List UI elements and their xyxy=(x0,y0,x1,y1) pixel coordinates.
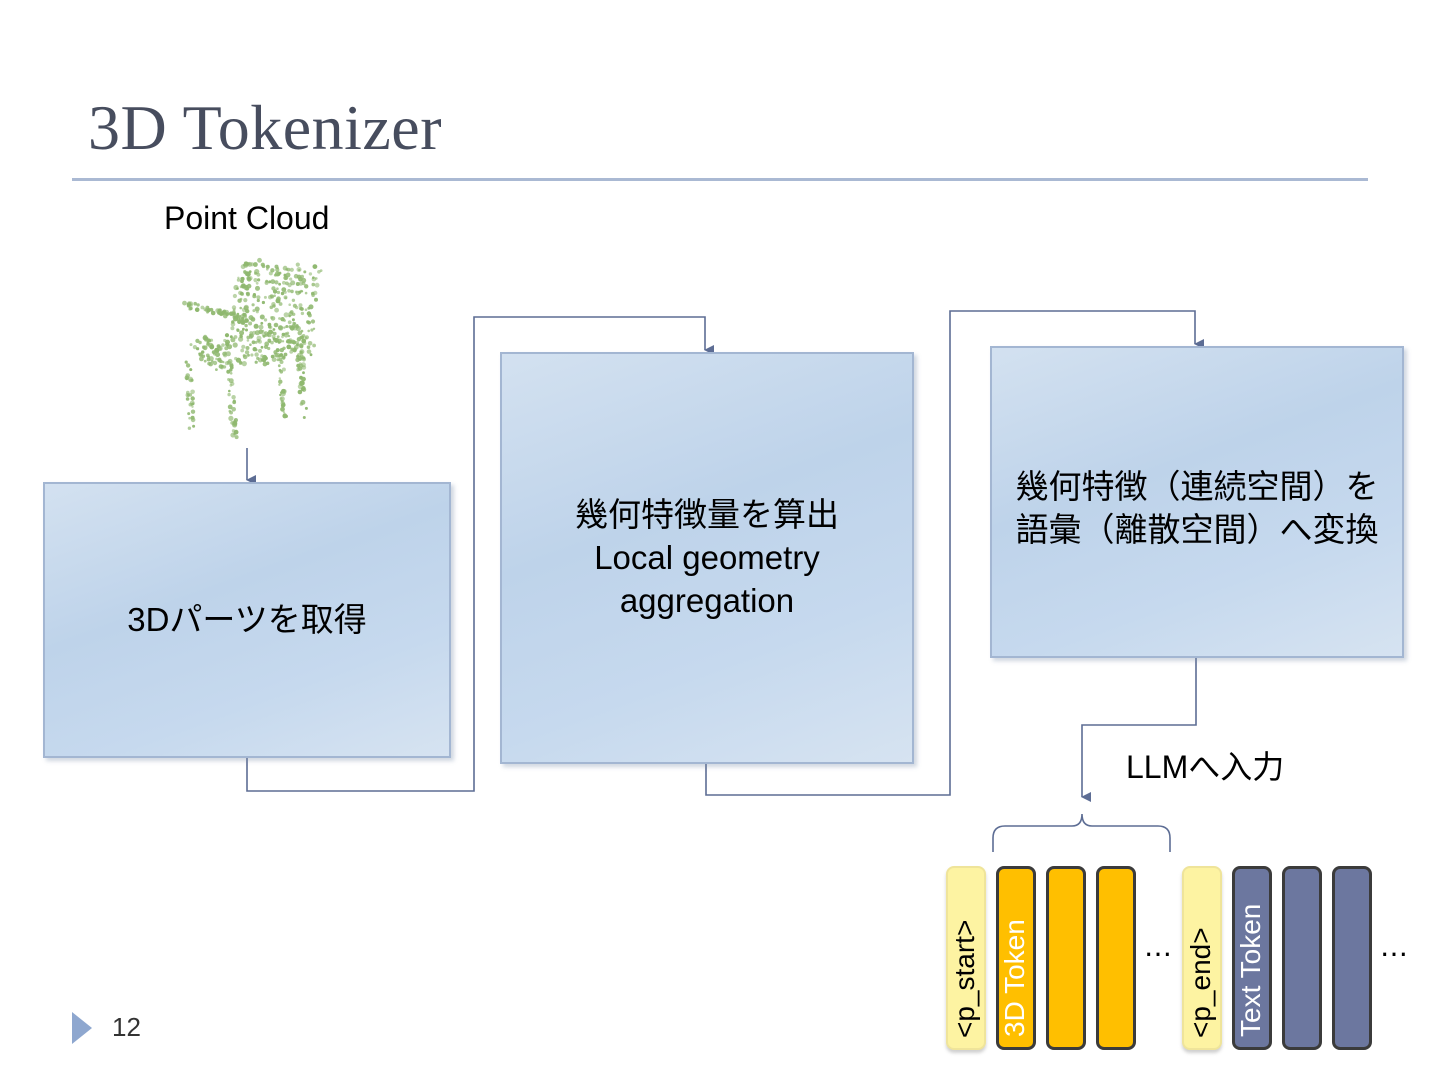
token-group-brace xyxy=(992,813,1171,852)
token-p-end-label: <p_end> xyxy=(1185,927,1216,1038)
point-cloud-label: Point Cloud xyxy=(164,200,330,236)
token-text xyxy=(1282,866,1322,1050)
step-discretize-vocabulary-text: 幾何特徴（連続空間）を 語彙（離散空間）へ変換 xyxy=(1015,468,1379,548)
chair-point-cloud-image xyxy=(182,257,323,440)
slide-bullet-icon xyxy=(72,1012,92,1044)
llm-input-label: LLMへ入力 xyxy=(1126,749,1285,785)
token-3d xyxy=(1096,866,1136,1050)
arrow-step3-to-tokens xyxy=(1081,656,1197,802)
step-discretize-vocabulary: 幾何特徴（連続空間）を 語彙（離散空間）へ変換 xyxy=(990,346,1404,658)
token-text xyxy=(1332,866,1372,1050)
step-geometry-features-text: 幾何特徴量を算出 Local geometry aggregation xyxy=(575,496,839,619)
page-number: 12 xyxy=(112,1012,141,1042)
slide-title: 3D Tokenizer xyxy=(88,92,442,163)
step-acquire-3d-parts-text: 3Dパーツを取得 xyxy=(127,600,367,638)
token-3d: 3D Token xyxy=(996,866,1036,1050)
token-p-end: <p_end> xyxy=(1182,866,1222,1050)
token-ellipsis: … xyxy=(1144,930,1174,963)
token-text: Text Token xyxy=(1232,866,1272,1050)
token-3d-label: 3D Token xyxy=(999,919,1030,1037)
arrow-step2-to-step3 xyxy=(705,310,1204,796)
step-geometry-features: 幾何特徴量を算出 Local geometry aggregation xyxy=(500,352,914,764)
token-p-start-label: <p_start> xyxy=(949,919,980,1038)
title-divider xyxy=(72,178,1368,181)
token-text-label: Text Token xyxy=(1235,903,1266,1037)
step-acquire-3d-parts: 3Dパーツを取得 xyxy=(43,482,451,758)
arrow-step1-to-step2 xyxy=(246,316,714,792)
token-ellipsis: … xyxy=(1380,930,1410,963)
token-3d xyxy=(1046,866,1086,1050)
token-p-start: <p_start> xyxy=(946,866,986,1050)
